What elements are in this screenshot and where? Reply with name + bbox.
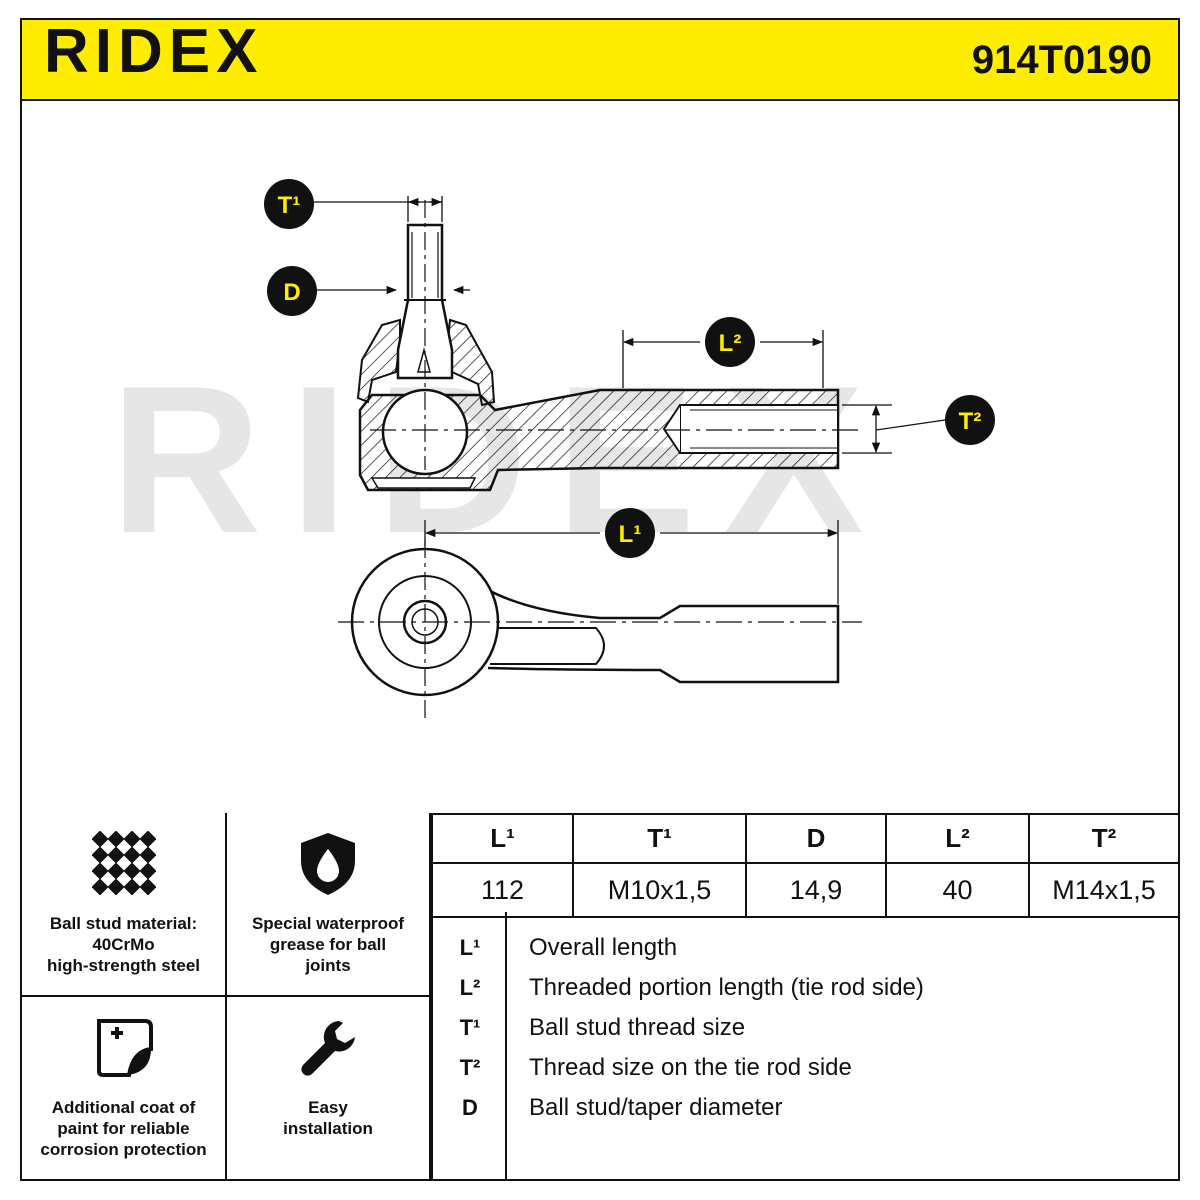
feature-grease: Special waterproof grease for ball joint… [227, 813, 431, 997]
label-d-circle [267, 266, 317, 316]
legend-text: Thread size on the tie rod side [529, 1054, 852, 1081]
legend-text: Ball stud thread size [529, 1014, 746, 1041]
label-t2-circle [945, 395, 995, 445]
label-l2-circle [705, 317, 755, 367]
feature-paint: Additional coat of paint for reliable co… [20, 997, 227, 1181]
legend-symbol: T¹ [459, 1015, 481, 1040]
legend-text: Ball stud/taper diameter [529, 1094, 783, 1121]
thread-bore [679, 404, 839, 454]
spec-header-row: L¹ T¹ D L² T² [431, 813, 1180, 864]
wrench-icon [301, 1021, 355, 1076]
spec-value: M14x1,5 [1028, 862, 1180, 918]
technical-drawing: RIDEX T¹ D [22, 101, 1178, 813]
legend-row: L² Threaded portion length (tie rod side… [433, 968, 1173, 1008]
legend-symbol: L¹ [459, 935, 481, 960]
label-l2: L² [719, 330, 742, 357]
paint-sheet-icon [96, 1019, 153, 1077]
feature-install: Easy installation [227, 997, 431, 1181]
steel-grid-icon [91, 831, 156, 895]
feature-caption-line: paint for reliable [57, 1119, 190, 1138]
feature-caption-line: corrosion protection [40, 1140, 207, 1159]
spec-value-row: 112 M10x1,5 14,9 40 M14x1,5 [431, 862, 1180, 918]
feature-caption-line: Ball stud material: [49, 914, 198, 933]
label-t1: T¹ [278, 192, 301, 219]
brand-logo: RIDEX [44, 17, 264, 86]
spec-header: L¹ [431, 813, 574, 864]
label-l1-circle [605, 508, 655, 558]
label-t1-circle [264, 179, 314, 229]
legend-row: T² Thread size on the tie rod side [433, 1048, 1173, 1088]
feature-caption-line: grease for ball [269, 935, 387, 954]
legend-text: Threaded portion length (tie rod side) [529, 974, 924, 1001]
spec-value: 112 [431, 862, 574, 918]
spec-value: M10x1,5 [572, 862, 747, 918]
feature-caption-line: joints [305, 956, 351, 975]
part-number: 914T0190 [971, 38, 1152, 82]
legend: L¹ Overall length L² Threaded portion le… [431, 912, 1180, 1181]
feature-caption-line: installation [283, 1119, 373, 1138]
label-d: D [283, 279, 300, 306]
feature-material: Ball stud material: 40CrMo high-strength… [20, 813, 227, 997]
spec-table: L¹ T¹ D L² T² 112 M10x1,5 14,9 40 M14x1,… [431, 813, 1180, 918]
feature-caption-line: Easy [308, 1098, 348, 1117]
spec-value: 14,9 [745, 862, 887, 918]
spec-header: T¹ [572, 813, 747, 864]
feature-caption-line: Special waterproof [251, 914, 405, 933]
spec-value: 40 [885, 862, 1030, 918]
spec-header: D [745, 813, 887, 864]
legend-row: D Ball stud/taper diameter [433, 1088, 1173, 1128]
legend-symbol: T² [459, 1055, 481, 1080]
legend-text: Overall length [529, 934, 678, 961]
legend-symbol: L² [459, 975, 481, 1000]
label-l1: L¹ [619, 521, 642, 548]
legend-symbol: D [462, 1095, 478, 1120]
legend-row: T¹ Ball stud thread size [433, 1008, 1173, 1048]
feature-caption-line: 40CrMo [92, 935, 155, 954]
shield-drop-icon [301, 833, 355, 895]
spec-header: L² [885, 813, 1030, 864]
legend-divider [505, 912, 507, 1179]
legend-row: L¹ Overall length [433, 928, 1173, 968]
top-view-arm [487, 588, 840, 684]
feature-caption-line: high-strength steel [46, 956, 200, 975]
feature-caption-line: Additional coat of [51, 1098, 196, 1117]
spec-header: T² [1028, 813, 1180, 864]
label-t2: T² [959, 408, 982, 435]
header-bar [20, 18, 1180, 101]
